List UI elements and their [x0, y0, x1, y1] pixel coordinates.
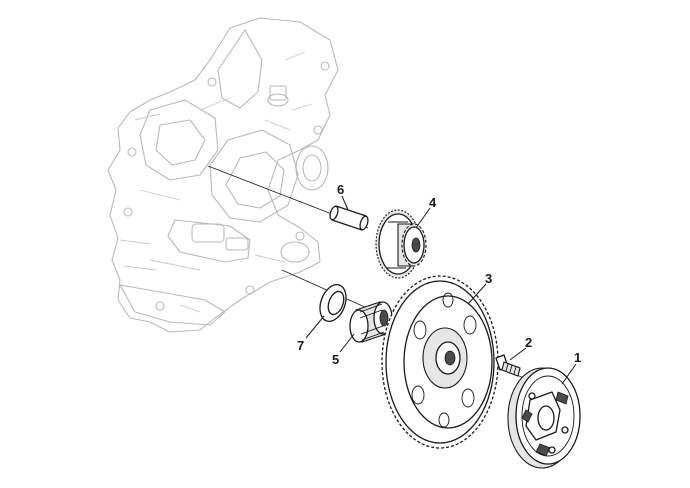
leader-lines	[305, 195, 577, 385]
part-2-bolt	[495, 354, 521, 377]
callout-1: 1	[574, 350, 581, 365]
callout-6: 6	[337, 182, 344, 197]
part-4-gear	[375, 209, 427, 279]
leader-5	[339, 333, 355, 353]
callout-4: 4	[429, 195, 437, 210]
leader-7	[305, 315, 325, 339]
leader-2	[509, 347, 527, 361]
leader-3	[467, 283, 487, 305]
callout-2: 2	[525, 335, 532, 350]
leader-4	[415, 207, 431, 229]
callout-3: 3	[485, 271, 492, 286]
part-6-shaft	[329, 205, 369, 231]
leader-1	[561, 363, 577, 385]
callout-7: 7	[297, 338, 304, 353]
callout-labels: 6 4 3 7 5 2 1	[297, 182, 581, 367]
part-3-ring-gear	[381, 275, 499, 449]
leader-6	[341, 195, 349, 211]
crankcase-outline	[107, 17, 339, 333]
callout-5: 5	[332, 352, 339, 367]
part-7-washer	[319, 284, 347, 322]
part-1-clutch-housing	[507, 367, 581, 469]
